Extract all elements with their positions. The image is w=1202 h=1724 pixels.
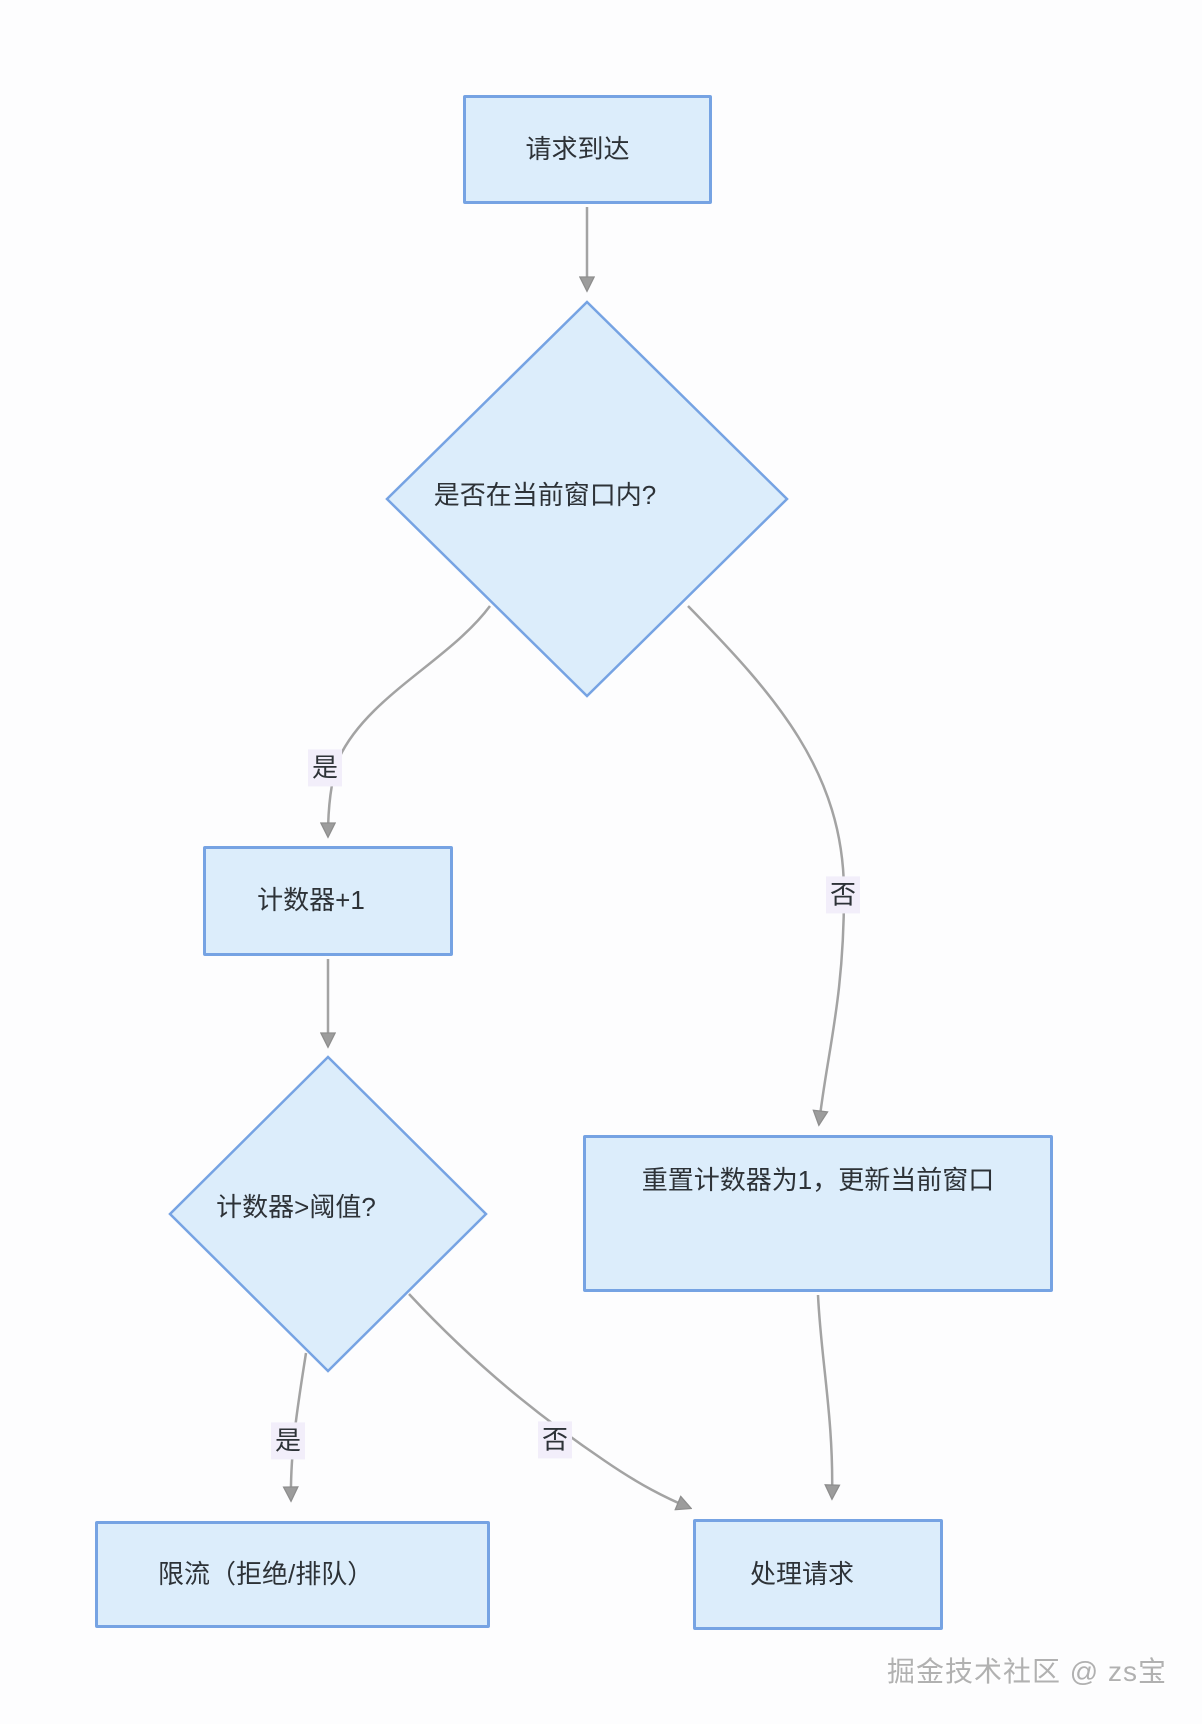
node-request-arrive: 请求到达 — [463, 95, 712, 204]
edge-label-window-yes: 是 — [307, 749, 343, 787]
node-process-request-label: 处理请求 — [749, 1558, 854, 1589]
edge-label-threshold-yes: 是 — [270, 1422, 306, 1460]
node-counter-increment: 计数器+1 — [203, 846, 453, 956]
edge-reset-to-process — [816, 1294, 832, 1498]
decision-threshold-label: 计数器>阈值? — [216, 1192, 376, 1223]
decision-threshold-diamond — [168, 1055, 488, 1373]
node-counter-increment-label: 计数器+1 — [257, 885, 365, 916]
node-reset-counter: 重置计数器为1，更新当前窗口 — [583, 1135, 1053, 1292]
edge-label-threshold-no: 否 — [537, 1421, 573, 1459]
edge-label-window-no: 否 — [825, 876, 861, 914]
node-reset-counter-label: 重置计数器为1，更新当前窗口 — [641, 1165, 995, 1195]
decision-window-label: 是否在当前窗口内? — [433, 480, 657, 511]
node-request-arrive-label: 请求到达 — [525, 133, 630, 164]
node-process-request: 处理请求 — [693, 1519, 943, 1630]
edge-threshold-no-to-process — [408, 1293, 690, 1508]
node-rate-limit: 限流（拒绝/排队） — [95, 1521, 490, 1628]
decision-window-diamond — [385, 300, 789, 698]
edge-window-no-to-reset — [687, 605, 846, 1124]
watermark: 掘金技术社区 @ zs宝 — [887, 1656, 1167, 1687]
node-rate-limit-label: 限流（拒绝/排队） — [158, 1558, 374, 1589]
edge-window-yes-to-counter — [328, 605, 492, 836]
